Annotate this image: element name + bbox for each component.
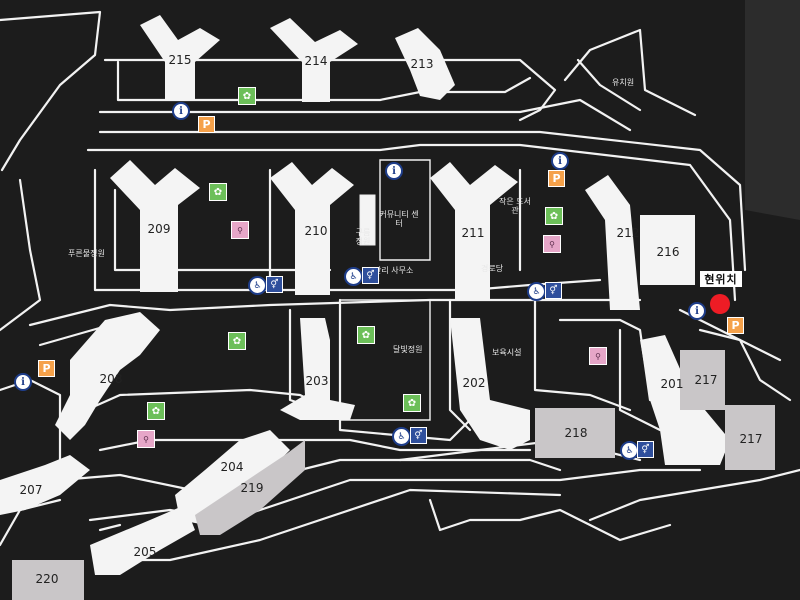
building-210-label: 210 (305, 224, 328, 238)
toilet-icon: ⚥ (362, 267, 379, 284)
building-209-label: 209 (148, 222, 171, 236)
parking-icon[interactable]: P (727, 317, 744, 334)
building-216-label: 216 (657, 245, 680, 259)
toilet-icon: ⚥ (410, 427, 427, 444)
info-icon[interactable]: i (688, 302, 706, 320)
building-207-label: 207 (20, 483, 43, 497)
info-icon[interactable]: i (385, 162, 403, 180)
playground-icon: ✿ (403, 394, 421, 412)
building-211-label: 211 (462, 226, 485, 240)
playground-icon: ✿ (147, 402, 165, 420)
current-location-marker-icon (710, 294, 730, 314)
building-218-label: 218 (565, 426, 588, 440)
cloud-garden-label: 구름 정원 (355, 228, 371, 247)
current-location-label: 현위치 (700, 271, 742, 287)
parking-icon[interactable]: P (198, 116, 215, 133)
blue-garden-label: 푸른물정원 (68, 249, 105, 258)
accessible-icon: ♿ (248, 276, 267, 295)
fitness-icon: ⚲ (589, 347, 607, 365)
fitness-icon: ⚲ (543, 235, 561, 253)
building-214-label: 214 (305, 54, 328, 68)
building-labels: 215 214 213 209 210 211 212 216 208 203 … (20, 53, 763, 586)
playground-icon: ✿ (545, 207, 563, 225)
building-footprints (0, 15, 775, 600)
playground-icon: ✿ (238, 87, 256, 105)
playground-icon: ✿ (228, 332, 246, 350)
building-208-label: 208 (100, 372, 123, 386)
info-icon[interactable]: i (14, 373, 32, 391)
community-center-label: 커뮤니티 센터 (379, 210, 419, 229)
accessible-icon: ♿ (527, 282, 546, 301)
building-212-label: 212 (617, 226, 640, 240)
building-205-label: 205 (134, 545, 157, 559)
building-202-label: 202 (463, 376, 486, 390)
building-201-label: 201 (661, 377, 684, 391)
info-icon[interactable]: i (551, 152, 569, 170)
playground-icon: ✿ (209, 183, 227, 201)
starlight-garden-label: 달빛정원 (393, 345, 423, 354)
playground-icon: ✿ (357, 326, 375, 344)
daycare-label: 보육시설 (492, 348, 522, 357)
building-217-label-a: 217 (695, 373, 718, 387)
small-library-label: 작은 도서관 (499, 197, 531, 216)
building-203-label: 203 (306, 374, 329, 388)
management-office-label: 관리 사무소 (374, 266, 414, 275)
accessible-icon: ♿ (620, 441, 639, 460)
building-204-label: 204 (221, 460, 244, 474)
toilet-icon: ⚥ (266, 276, 283, 293)
kindergarten-label: 유치원 (612, 78, 635, 87)
accessible-icon: ♿ (344, 267, 363, 286)
seniors-hall-label: 경로당 (481, 264, 504, 273)
parking-icon[interactable]: P (548, 170, 565, 187)
building-219-label: 219 (241, 481, 264, 495)
building-217-label-b: 217 (740, 432, 763, 446)
info-icon[interactable]: i (172, 102, 190, 120)
accessible-icon: ♿ (392, 427, 411, 446)
toilet-icon: ⚥ (545, 282, 562, 299)
fitness-icon: ⚲ (137, 430, 155, 448)
building-215-label: 215 (169, 53, 192, 67)
toilet-icon: ⚥ (637, 441, 654, 458)
fitness-icon: ⚲ (231, 221, 249, 239)
building-220-label: 220 (36, 572, 59, 586)
building-213-label: 213 (411, 57, 434, 71)
parking-icon[interactable]: P (38, 360, 55, 377)
